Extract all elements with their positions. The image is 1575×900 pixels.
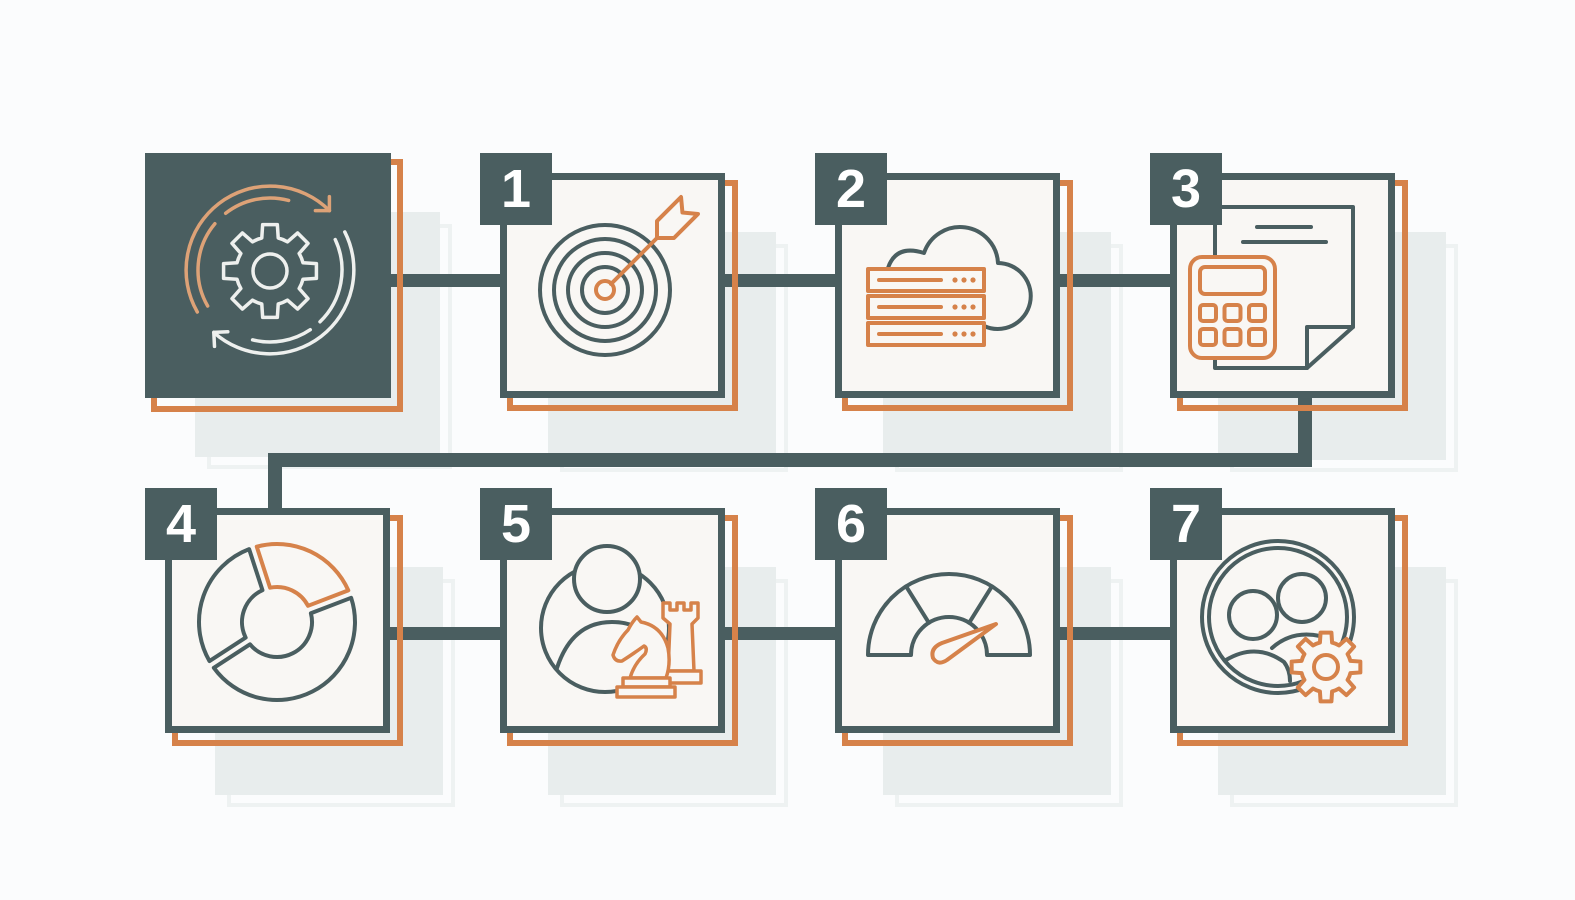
- step-2-badge: 2: [815, 153, 887, 225]
- target-arrow-icon: [538, 195, 700, 357]
- speedometer-gauge-icon: [866, 572, 1032, 665]
- donut-chart-icon: [197, 541, 357, 702]
- chess-rook-icon: [661, 601, 703, 685]
- cloud-server-icon: [866, 225, 1033, 347]
- row-wrap-connector: [268, 453, 1312, 467]
- cycle-arrow-orange: [184, 184, 332, 314]
- step-5-badge: 5: [480, 488, 552, 560]
- step-1-badge: 1: [480, 153, 552, 225]
- step-4-entry-connector: [268, 453, 282, 508]
- gear-cycle-icon: [184, 184, 356, 356]
- team-settings-icon: [1200, 539, 1363, 704]
- step-7-badge: 7: [1150, 488, 1222, 560]
- step-4-badge: 4: [145, 488, 217, 560]
- donut-segment-highlight: [254, 541, 351, 608]
- step-6-badge: 6: [815, 488, 887, 560]
- person-chess-strategy-icon: [539, 544, 703, 699]
- calculator-document-icon: [1188, 205, 1355, 370]
- cloud-icon: [886, 225, 1033, 331]
- server-stack-icon: [866, 267, 986, 347]
- gear-icon: [221, 222, 319, 320]
- person-head: [572, 544, 642, 614]
- chess-knight-icon: [611, 615, 677, 699]
- step-3-drop-connector: [1298, 398, 1312, 467]
- cycle-arrow-white: [212, 230, 356, 356]
- step-3-badge: 3: [1150, 153, 1222, 225]
- gauge-needle: [930, 622, 998, 665]
- calculator-icon: [1188, 255, 1277, 360]
